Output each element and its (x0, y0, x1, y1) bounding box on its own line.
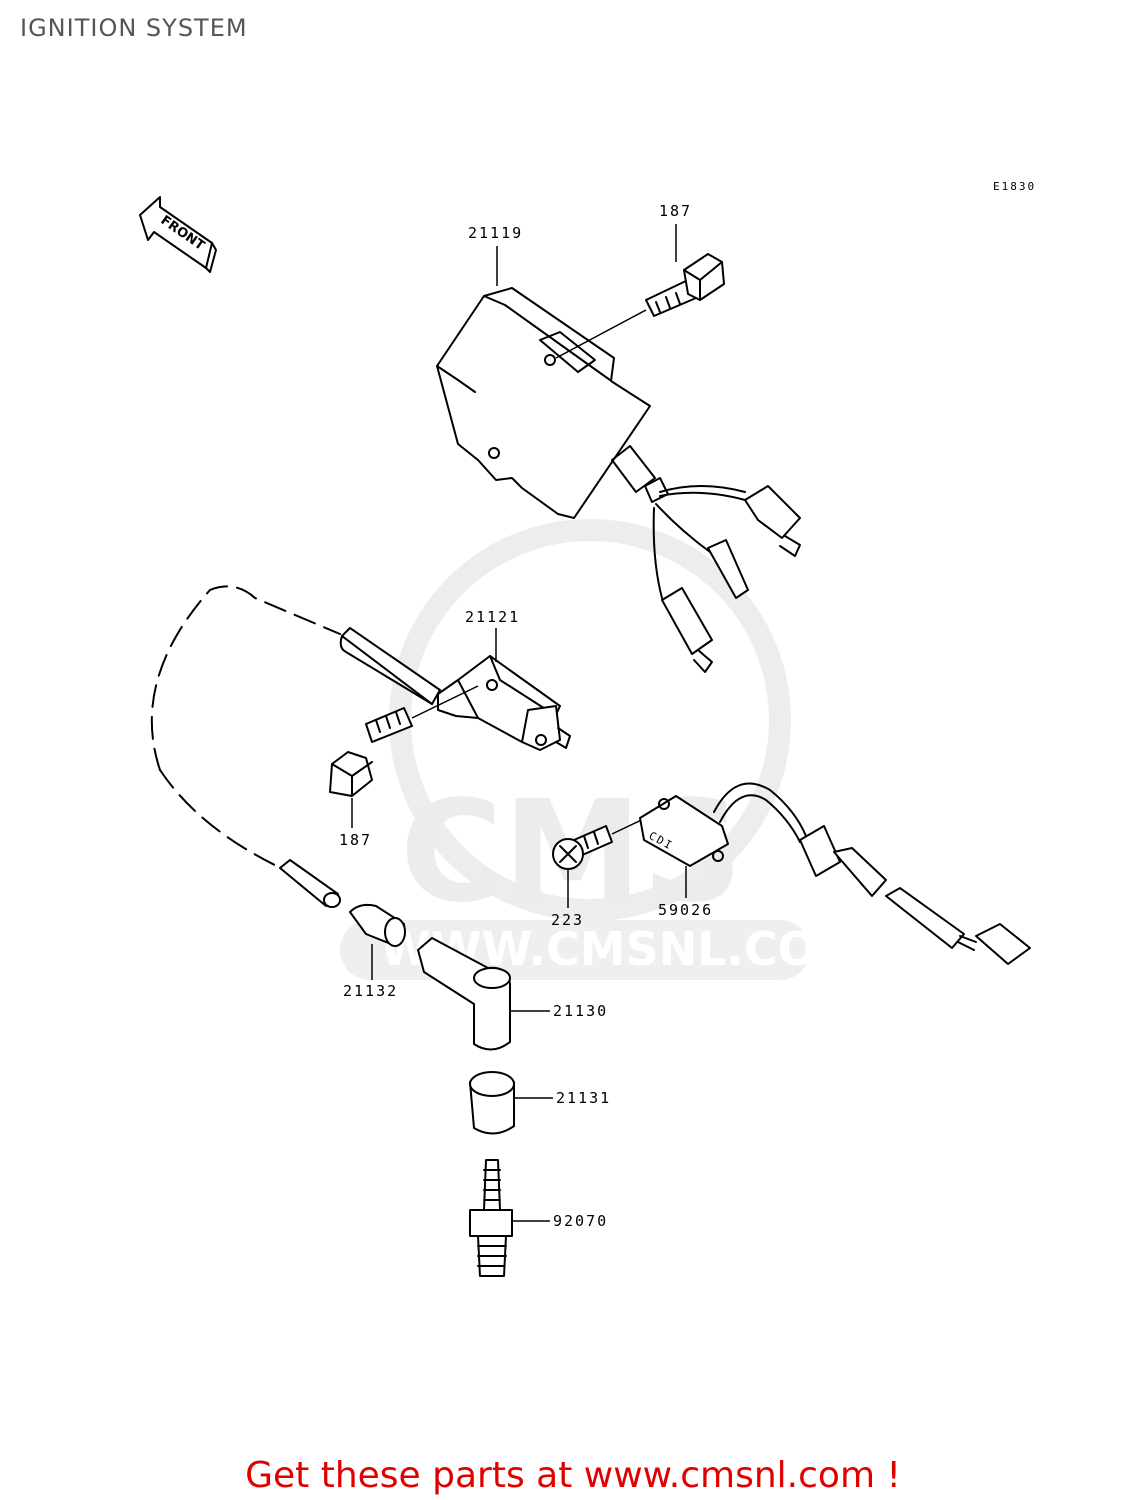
part-label-92070: 92070 (553, 1212, 608, 1230)
part-label-187-lower: 187 (339, 831, 372, 849)
footer-link[interactable]: Get these parts at www.cmsnl.com ! (245, 1455, 901, 1496)
spark-plug-92070 (469, 1159, 513, 1277)
part-label-59026: 59026 (658, 901, 713, 919)
part-labels: 21119 187 21121 187 21132 21130 21131 92… (339, 202, 713, 1230)
cover-21131 (469, 1071, 515, 1135)
ignition-coil-21121 (150, 585, 571, 871)
boot-21132 (279, 859, 406, 947)
part-label-21132: 21132 (343, 982, 398, 1000)
part-label-21121: 21121 (465, 608, 520, 626)
ignition-coil-21119 (436, 287, 801, 673)
part-label-187-upper: 187 (659, 202, 692, 220)
plug-cap-21130 (417, 937, 511, 1051)
front-arrow-icon: FRONT (139, 196, 217, 273)
part-label-21131: 21131 (556, 1089, 611, 1107)
page-title: IGNITION SYSTEM (20, 14, 248, 42)
part-label-21119: 21119 (468, 224, 523, 242)
watermark: CMS WWW.CMSNL.COM (340, 519, 863, 980)
part-label-21130: 21130 (553, 1002, 608, 1020)
reference-code: E1830 (993, 180, 1036, 193)
cdi-unit-59026: CDI (639, 782, 1031, 965)
bolt-187-upper (555, 253, 725, 359)
part-label-223: 223 (551, 911, 584, 929)
bolt-187-lower (329, 685, 479, 797)
